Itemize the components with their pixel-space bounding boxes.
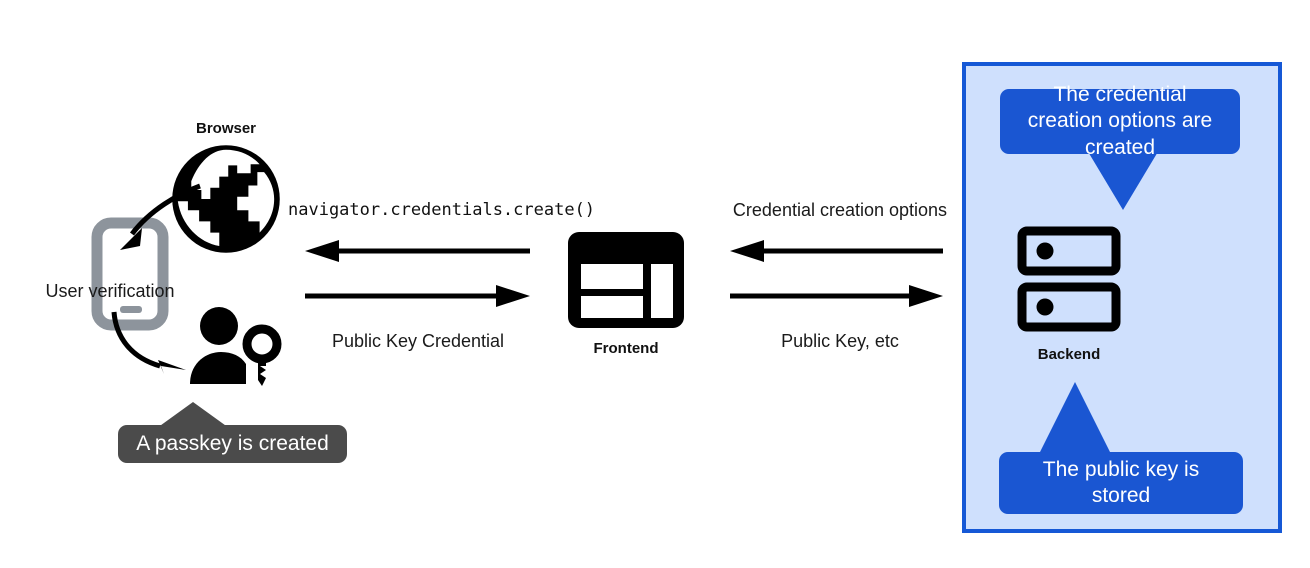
server-rack-icon <box>1017 226 1121 332</box>
passkey-created-callout: A passkey is created <box>118 425 347 463</box>
device-to-user-arrow <box>111 311 186 374</box>
web-layout-icon <box>568 232 684 328</box>
credential-options-callout-tail <box>1087 150 1159 210</box>
public-key-stored-callout-text: The public key is stored <box>1042 457 1200 507</box>
browser-to-device-arrow <box>120 183 201 250</box>
credential-creation-options-label: Credential creation options <box>732 200 948 220</box>
frontend-to-browser-arrow <box>305 240 530 262</box>
navigator-create-label: navigator.credentials.create() <box>288 200 596 220</box>
globe-icon <box>172 145 280 253</box>
passkey-created-callout-text: A passkey is created <box>136 431 329 455</box>
credential-options-callout: The credential creation options are crea… <box>1000 83 1240 159</box>
public-key-stored-callout: The public key is stored <box>999 452 1243 514</box>
passkey-created-callout-tail <box>157 402 229 428</box>
backend-to-frontend-arrow <box>730 240 943 262</box>
frontend-label: Frontend <box>593 340 659 357</box>
backend-label: Backend <box>1037 346 1101 363</box>
browser-label: Browser <box>195 120 257 137</box>
credential-options-callout-text: The credential creation options are crea… <box>1027 83 1213 159</box>
mobile-phone-icon <box>91 217 169 331</box>
public-key-credential-label: Public Key Credential <box>331 331 505 351</box>
public-key-stored-callout-tail <box>1040 382 1110 452</box>
public-key-etc-label: Public Key, etc <box>781 331 899 351</box>
user-verification-label: User verification <box>45 281 175 301</box>
user-with-key-icon <box>190 307 282 386</box>
frontend-to-backend-arrow <box>730 285 943 307</box>
browser-to-frontend-arrow <box>305 285 530 307</box>
